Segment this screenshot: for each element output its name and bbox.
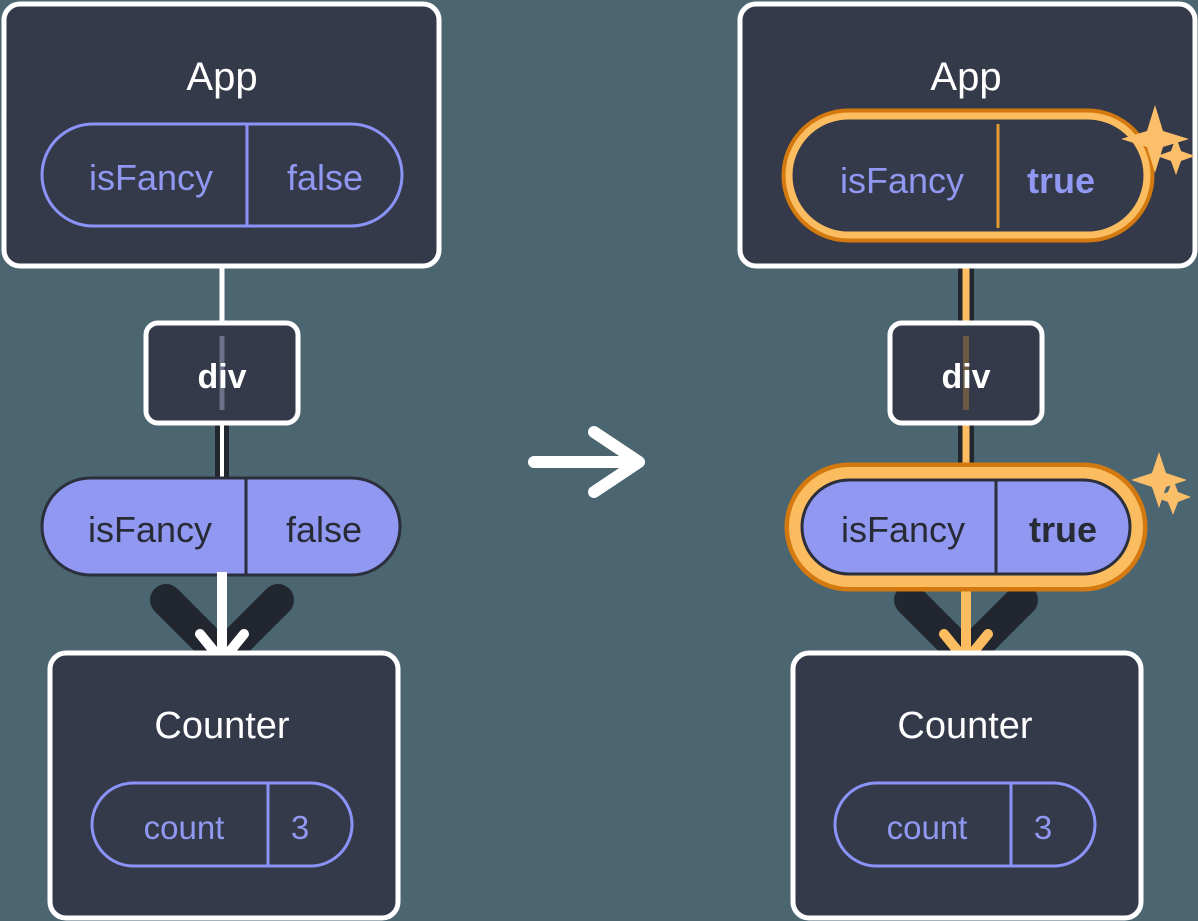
right-counter-state-name: count bbox=[887, 809, 968, 846]
sparkle-small-icon bbox=[1157, 137, 1195, 175]
right-counter-card bbox=[790, 650, 1144, 921]
left-counter-title: Counter bbox=[154, 705, 290, 747]
right-counter-state-value: 3 bbox=[1034, 809, 1052, 846]
right-app-prop-pill-inner-ring bbox=[785, 112, 1151, 239]
left-app-prop-pill bbox=[40, 122, 404, 228]
arrow-right-icon bbox=[528, 426, 645, 498]
left-counter-state-name: count bbox=[144, 809, 225, 846]
right-prop-pill-value: true bbox=[1029, 509, 1097, 550]
right-app-title: App bbox=[930, 55, 1001, 99]
sparkle-small-icon-2 bbox=[1155, 479, 1191, 515]
left-counter-state-value: 3 bbox=[291, 809, 309, 846]
right-div-label: div bbox=[941, 358, 990, 396]
left-counter-state-pill bbox=[90, 781, 354, 868]
left-app-title: App bbox=[186, 55, 257, 99]
right-app-prop-value: true bbox=[1027, 160, 1095, 201]
left-counter-card bbox=[47, 650, 401, 921]
right-counter-state-pill bbox=[833, 781, 1097, 868]
right-app-prop-name: isFancy bbox=[840, 160, 964, 201]
left-div-label: div bbox=[197, 358, 246, 396]
left-app-card bbox=[1, 1, 442, 269]
right-prop-pill bbox=[800, 478, 1132, 576]
left-prop-pill-value: false bbox=[286, 509, 362, 550]
left-app-prop-value: false bbox=[287, 157, 363, 198]
sparkle-large-icon-2 bbox=[1131, 452, 1187, 508]
right-prop-pill-name: isFancy bbox=[841, 509, 965, 550]
left-prop-pill-name: isFancy bbox=[88, 509, 212, 550]
left-app-prop-name: isFancy bbox=[89, 157, 213, 198]
sparkle-large-icon bbox=[1121, 105, 1189, 173]
right-counter-title: Counter bbox=[897, 705, 1033, 747]
